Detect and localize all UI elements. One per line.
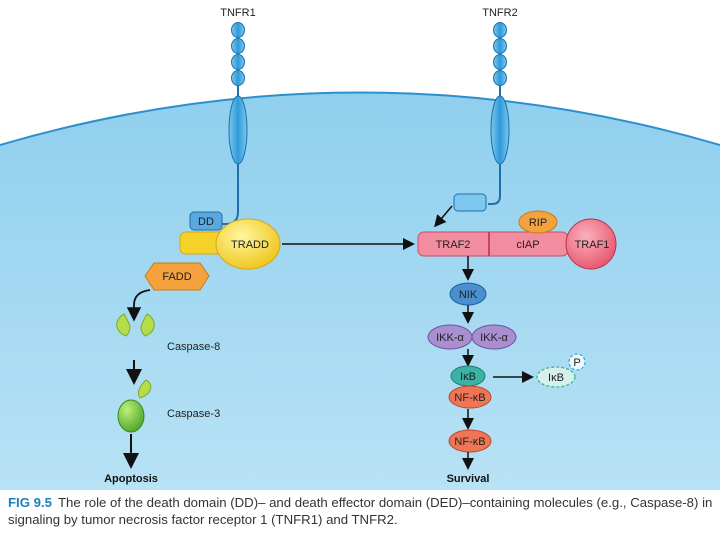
ikk-alpha-label-1: IKK-α <box>436 332 464 344</box>
tradd-label: TRADD <box>231 239 269 251</box>
nfkb-bound-protein: NF-κB <box>448 385 492 409</box>
caspase8-label: Caspase-8 <box>167 341 220 353</box>
tnfr2-receptor: TNFR2 <box>453 7 518 212</box>
arrow-tnfr2-to-traf2 <box>434 205 453 228</box>
ikb-label: IκB <box>460 371 476 383</box>
dd-label: DD <box>198 216 214 228</box>
tnfr2-label: TNFR2 <box>482 7 517 19</box>
signaling-diagram: TNFR1 TNFR2 DD TRADD <box>0 7 720 490</box>
phosphate-label: P <box>573 357 580 369</box>
phospho-ikb: IκB P <box>536 353 586 388</box>
fadd-protein: FADD <box>144 262 210 291</box>
nfkb-free-protein: NF-κB <box>448 429 492 453</box>
nik-protein: NIK <box>449 282 487 306</box>
traf2-ciap-complex: TRAF2 cIAP <box>417 231 569 257</box>
ikb-protein: IκB <box>450 365 486 387</box>
nfkb-label-1: NF-κB <box>454 392 485 404</box>
rip-label: RIP <box>529 217 547 229</box>
nfkb-label-2: NF-κB <box>454 436 485 448</box>
dd-domain: DD <box>189 211 223 231</box>
cell-cytoplasm <box>0 92 720 490</box>
caspase8-protein <box>116 313 155 337</box>
traf1-label: TRAF1 <box>575 239 610 251</box>
traf1-protein: TRAF1 <box>565 218 617 270</box>
ikk-alpha-label-2: IKK-α <box>480 332 508 344</box>
arrow-fadd-to-caspase8 <box>126 289 151 322</box>
traf2-label: TRAF2 <box>436 239 471 251</box>
survival-label: Survival <box>447 473 490 485</box>
cell-membrane <box>0 91 720 146</box>
ciap-label: cIAP <box>516 239 539 251</box>
caspase3-protein <box>117 379 152 433</box>
apoptosis-label: Apoptosis <box>104 473 158 485</box>
tnfr1-receptor: TNFR1 <box>220 7 256 225</box>
caption-text: The role of the death domain (DD)– and d… <box>8 495 713 527</box>
caspase3-label: Caspase-3 <box>167 408 220 420</box>
figure-number: FIG 9.5 <box>8 495 52 510</box>
fadd-label: FADD <box>162 271 191 283</box>
tradd-protein: TRADD <box>179 218 281 270</box>
tnfr1-label: TNFR1 <box>220 7 255 19</box>
rip-protein: RIP <box>518 210 558 234</box>
ikb-phospho-label: IκB <box>548 372 564 384</box>
ikk-complex: IKK-α IKK-α <box>427 324 517 350</box>
nik-label: NIK <box>459 289 478 301</box>
